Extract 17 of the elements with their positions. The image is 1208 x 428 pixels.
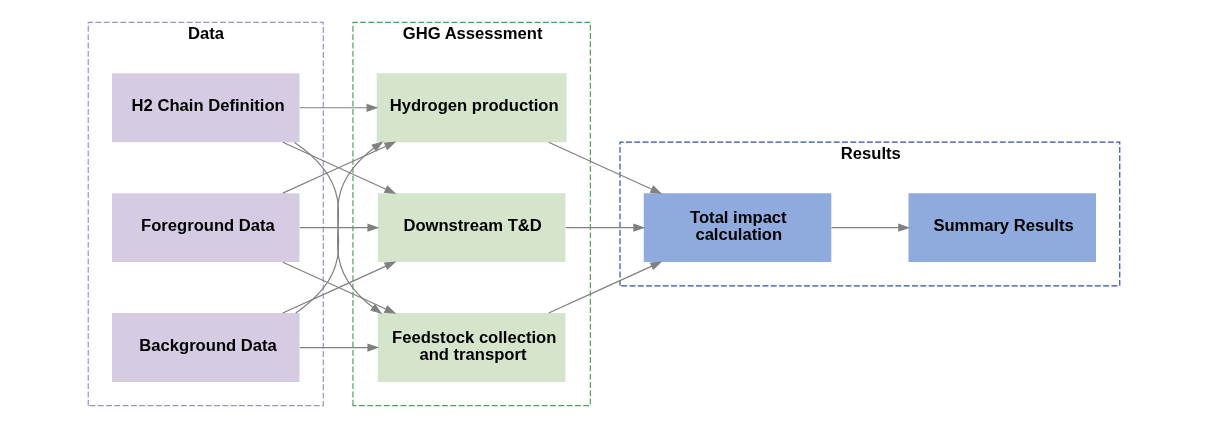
node-box: Feedstock collection and transport (377, 313, 566, 382)
node-box: Total impact calculation (643, 193, 832, 263)
node-box: Summary Results (908, 193, 1096, 263)
arrow (565, 223, 646, 232)
arrow (299, 223, 380, 232)
node-box: Background Data (112, 313, 300, 382)
node-box: H2 Chain Definition (112, 73, 300, 143)
node-box: Foreground Data (112, 193, 300, 263)
arrow (299, 343, 380, 352)
arrow (282, 261, 397, 314)
node-box: Downstream T&D (377, 193, 566, 263)
arrow (299, 103, 379, 112)
node-box: Hydrogen production (376, 73, 567, 143)
arrow (548, 141, 663, 194)
arrow (548, 261, 663, 314)
arrow (831, 223, 911, 232)
arrow (282, 141, 397, 194)
